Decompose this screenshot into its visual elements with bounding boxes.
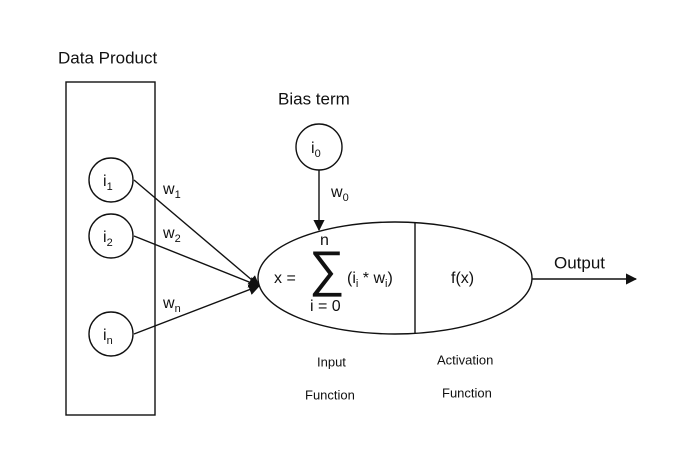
activation-expression: f(x)	[451, 270, 474, 287]
input-node-n	[88, 311, 134, 357]
edge-input-n	[133, 284, 261, 335]
sum-lower-limit: i = 0	[310, 298, 341, 315]
output-label: Output	[554, 253, 605, 272]
data-product-box	[65, 81, 156, 416]
bias-term-label: Bias term	[278, 89, 350, 108]
input-node-2	[88, 213, 134, 259]
sum-term: (ii * wi)	[347, 270, 393, 290]
bias-node-label: i0	[311, 140, 321, 160]
edge-input-2	[133, 235, 261, 288]
weight-n-label: wn	[162, 295, 181, 315]
input-node-n-label: in	[103, 327, 113, 347]
input-function-label-line1: Input	[317, 354, 346, 369]
neuron-ellipse	[257, 221, 533, 335]
weight-1-label: w1	[162, 181, 181, 201]
input-function-label-line2: Function	[305, 387, 355, 402]
input-node-1-label: i1	[103, 173, 113, 193]
data-product-label: Data Product	[58, 48, 157, 67]
bias-weight-label: w0	[330, 184, 349, 204]
sum-equation-lhs: x =	[274, 270, 296, 287]
weight-2-label: w2	[162, 225, 181, 245]
sum-upper-limit: n	[320, 232, 329, 249]
input-node-1	[88, 157, 134, 203]
edge-input-1	[133, 179, 260, 287]
input-node-2-label: i2	[103, 229, 113, 249]
sum-symbol: ∑	[309, 241, 345, 297]
activation-function-label-line1: Activation	[437, 352, 493, 367]
activation-function-label-line2: Function	[442, 385, 492, 400]
